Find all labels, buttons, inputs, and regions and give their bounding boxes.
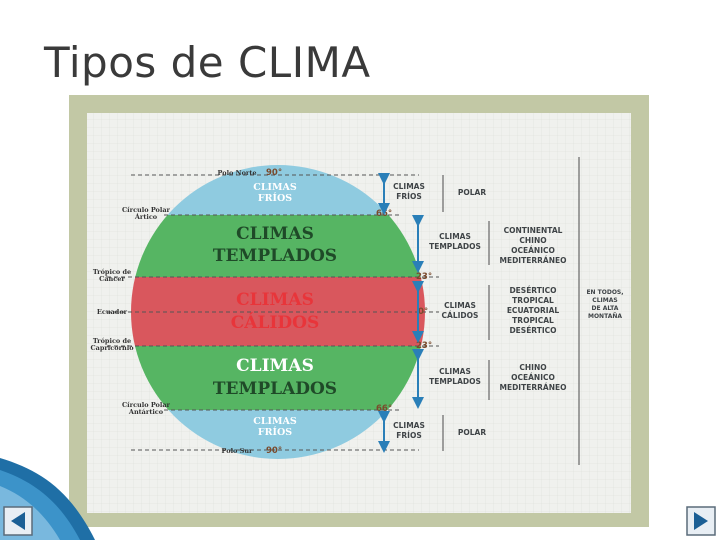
label-circulo-antartico-2: Antártico xyxy=(128,408,164,416)
band-title-cold-north: CLIMAS xyxy=(253,182,297,193)
type-mediterraneo-south: MEDITERRÁNEO xyxy=(500,383,567,392)
zone-cold-south-2: FRÍOS xyxy=(396,431,421,440)
next-slide-button[interactable] xyxy=(686,506,716,536)
band-title-temperate-south-2: TEMPLADOS xyxy=(213,379,337,399)
band-title-temperate-north: CLIMAS xyxy=(236,224,314,244)
band-temperate-south xyxy=(131,346,425,410)
degree-south-pole: 90° xyxy=(266,446,282,456)
label-polo-sur: Polo Sur xyxy=(222,447,254,455)
label-capricornio: Trópico de xyxy=(93,337,131,345)
degree-equator: 0° xyxy=(418,307,428,317)
mountain-note-3: DE ALTA xyxy=(592,305,619,312)
type-polar-south: POLAR xyxy=(458,428,486,437)
zone-cold-south: CLIMAS xyxy=(393,421,425,430)
separators xyxy=(442,157,580,465)
label-circulo-artico: Círculo Polar xyxy=(122,206,171,214)
type-tropical-1: TROPICAL xyxy=(512,296,554,305)
triangle-right-icon xyxy=(694,512,708,530)
mountain-note-1: EN TODOS, xyxy=(586,289,623,296)
type-ecuatorial: ECUATORIAL xyxy=(507,306,560,315)
zone-warm: CLIMAS xyxy=(444,301,476,310)
zone-warm-2: CÁLIDOS xyxy=(442,311,479,320)
degree-arctic: 66° xyxy=(376,209,392,219)
type-desertico-2: DESÉRTICO xyxy=(509,326,556,335)
label-circulo-antartico: Círculo Polar xyxy=(122,401,171,409)
type-chino-north: CHINO xyxy=(519,236,546,245)
type-continental: CONTINENTAL xyxy=(504,226,563,235)
latitude-lines xyxy=(107,174,439,451)
band-title-warm-2: CÁLIDOS xyxy=(231,312,319,333)
zone-cold-north: CLIMAS xyxy=(393,182,425,191)
label-cancer: Trópico de xyxy=(93,268,131,276)
zone-temperate-south: CLIMAS xyxy=(439,367,471,376)
label-capricornio-2: Capricornio xyxy=(90,344,134,352)
mountain-note-4: MONTAÑA xyxy=(588,313,622,320)
degree-north-pole: 90° xyxy=(266,168,282,178)
band-title-cold-north-2: FRÍOS xyxy=(258,192,292,204)
type-tropical-2: TROPICAL xyxy=(512,316,554,325)
degree-cancer: 23° xyxy=(416,272,432,282)
label-circulo-artico-2: Ártico xyxy=(134,212,158,221)
zone-temperate-north-2: TEMPLADOS xyxy=(429,242,481,251)
slide-title: Tipos de CLIMA xyxy=(44,38,371,87)
zone-temperate-south-2: TEMPLADOS xyxy=(429,377,481,386)
zone-cold-north-2: FRÍOS xyxy=(396,192,421,201)
band-title-warm: CLIMAS xyxy=(236,290,314,310)
degree-capricorn: 23° xyxy=(416,341,432,351)
mountain-note-2: CLIMAS xyxy=(592,297,617,304)
type-oceanico-south: OCEÁNICO xyxy=(511,373,555,382)
band-title-temperate-south: CLIMAS xyxy=(236,356,314,376)
previous-slide-button[interactable] xyxy=(3,506,33,536)
type-mediterraneo-north: MEDITERRÁNEO xyxy=(500,256,567,265)
zone-temperate-north: CLIMAS xyxy=(439,232,471,241)
climate-zones-diagram: Polo Norte Círculo Polar Ártico Trópico … xyxy=(69,95,649,527)
zone-arrows xyxy=(378,173,424,453)
degree-antarctic: 66° xyxy=(376,404,392,414)
label-ecuador: Ecuador xyxy=(97,308,128,316)
type-polar-north: POLAR xyxy=(458,188,486,197)
label-polo-norte: Polo Norte xyxy=(218,169,257,177)
triangle-left-icon xyxy=(11,512,25,530)
band-title-cold-south: CLIMAS xyxy=(253,416,297,427)
type-desertico-1: DESÉRTICO xyxy=(509,286,556,295)
type-chino-south: CHINO xyxy=(519,363,546,372)
band-title-cold-south-2: FRÍOS xyxy=(258,426,292,438)
band-title-temperate-north-2: TEMPLADOS xyxy=(213,246,337,266)
label-cancer-2: Cáncer xyxy=(99,275,125,283)
band-temperate-north xyxy=(131,215,425,277)
type-oceanico-north: OCEÁNICO xyxy=(511,246,555,255)
